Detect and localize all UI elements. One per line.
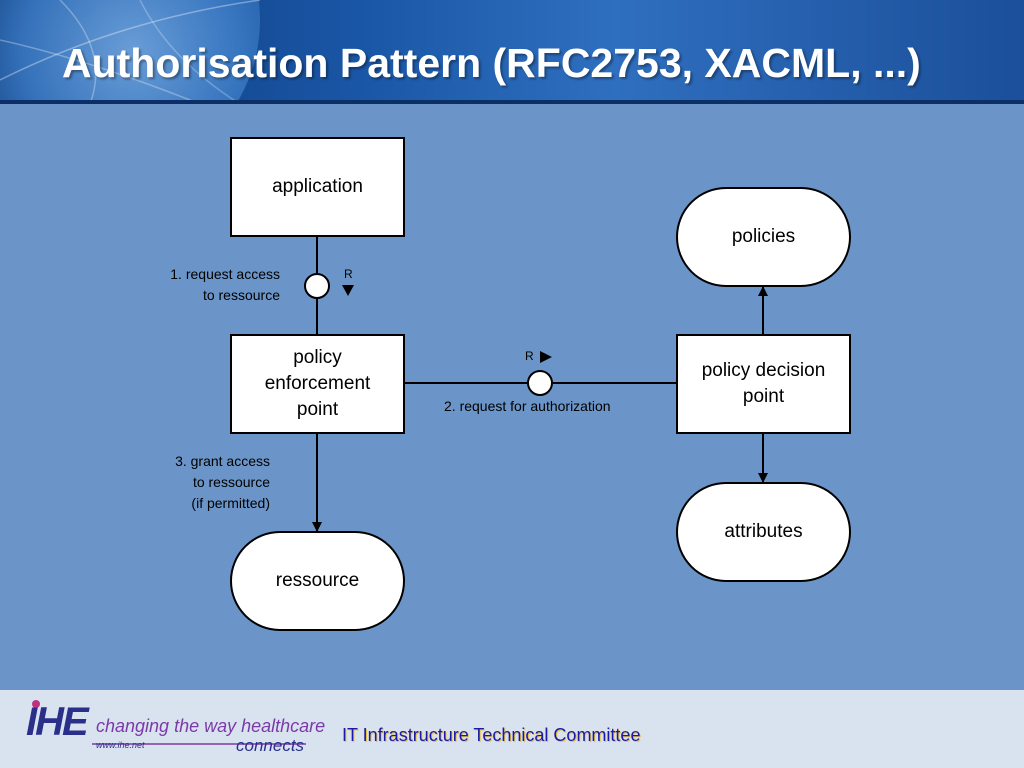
direction-arrow-down-icon [342,285,354,296]
attributes-label: attributes [724,521,803,542]
ressource-node: ressource [230,531,405,631]
policies-label: policies [731,226,796,247]
grant-access-line2: to ressource [192,474,270,490]
ihe-logo: IHE [26,700,89,744]
grant-access-line3: (if permitted) [191,495,270,511]
pdp-label-line2: point [742,386,785,407]
request-access-line1: 1. request access [170,266,280,282]
policy-enforcement-point-node: policy enforcement point [230,334,405,434]
footer-bar [0,690,1024,768]
globe-graphic [0,0,260,104]
ressource-label: ressource [275,570,360,591]
application-node: application [230,137,405,237]
request-access-label: 1. request access to ressource [100,264,280,306]
attributes-node: attributes [676,482,851,582]
pep-label-line3: point [296,399,339,420]
request-access-line2: to ressource [202,287,280,303]
logo-tagline: changing the way healthcare [96,716,326,736]
grant-access-label: 3. grant access to ressource (if permitt… [90,451,270,514]
grant-access-line1: 3. grant access [175,453,270,469]
policies-node: policies [676,187,851,287]
policy-decision-point-node: policy decision point [676,334,851,434]
globe-grid-lines [0,0,261,104]
header-divider [0,100,1024,104]
pdp-label-line1: policy decision [701,360,826,381]
committee-name: IT Infrastructure Technical Committee [342,725,641,745]
pep-label-line2: enforcement [264,373,371,394]
r-marker-1: R [344,267,353,281]
logo-website: www.ihe.net [96,740,145,750]
title-banner: Authorisation Pattern (RFC2753, XACML, .… [0,0,1024,104]
request-authorization-label: 2. request for authorization [444,398,611,414]
interface-port-1 [304,273,330,299]
logo-connects: connects [236,736,305,755]
pep-label-line1: policy [293,347,342,368]
ihe-logo-graphic [32,700,306,745]
interface-port-2 [527,370,553,396]
application-label: application [272,176,363,197]
r-marker-2: R [525,349,534,363]
slide-title: Authorisation Pattern (RFC2753, XACML, .… [62,40,921,86]
direction-arrow-right-icon [540,351,552,363]
